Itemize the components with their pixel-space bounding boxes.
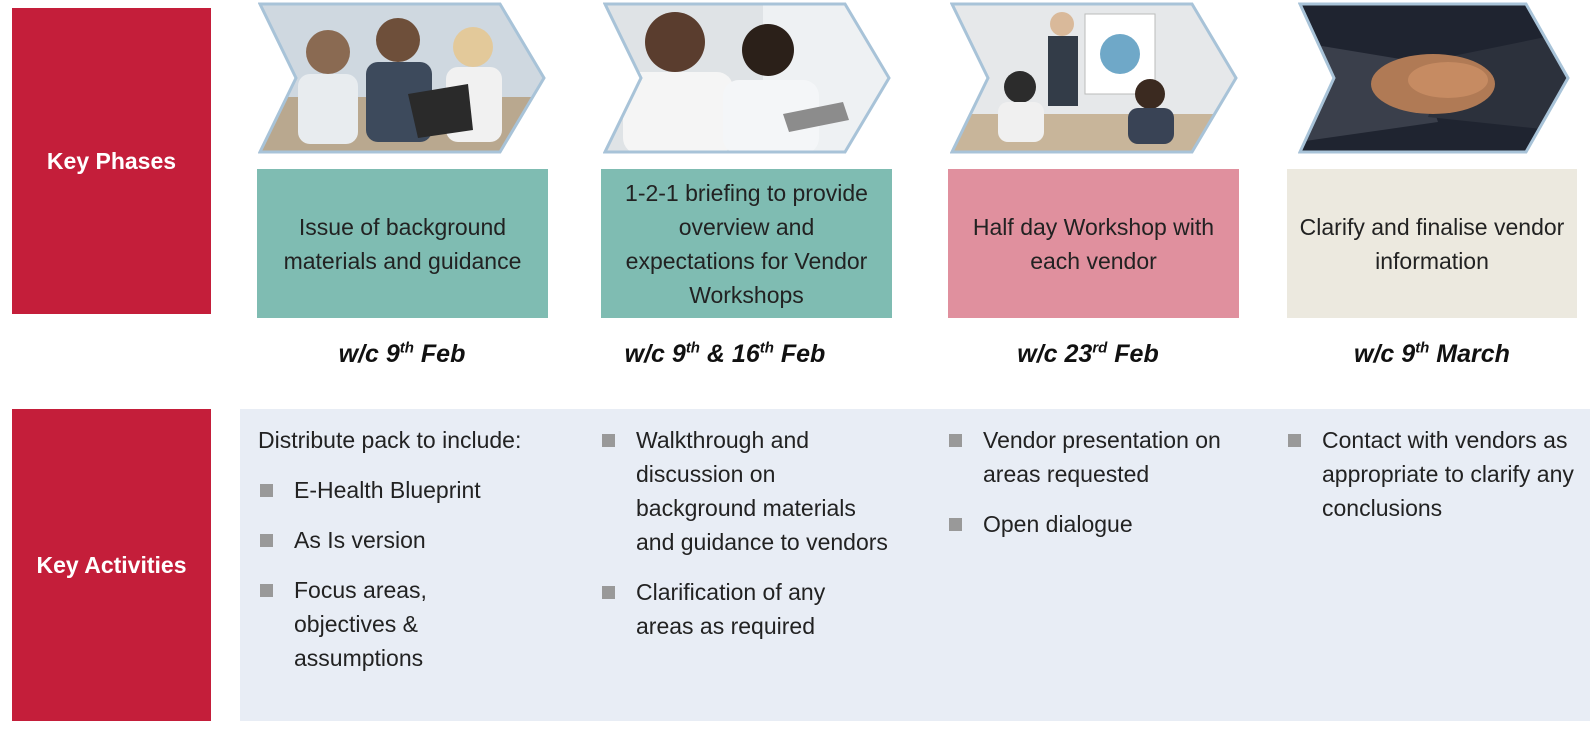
phase-1-text: Issue of background materials and guidan…: [283, 213, 522, 274]
square-bullet-icon: [1288, 434, 1301, 447]
phase-3-date: w/c 23rd Feb: [1017, 339, 1159, 368]
square-bullet-icon: [949, 434, 962, 447]
phase-2-text: 1-2-1 briefing to provide overview and e…: [625, 179, 868, 308]
phase-box-clarify: Clarify and finalise vendor information: [1287, 169, 1577, 318]
list-item: Focus areas, objectives & assumptions: [258, 573, 484, 675]
activities-col-1-intro: Distribute pack to include:: [258, 427, 522, 453]
square-bullet-icon: [260, 534, 273, 547]
phase-2-date: w/c 9th & 16th Feb: [624, 339, 826, 368]
presentation-photo: [950, 2, 1238, 154]
key-activities-label: Key Activities: [12, 409, 211, 721]
phase-3-text: Half day Workshop with each vendor: [972, 213, 1215, 274]
key-activities-label-text: Key Activities: [36, 551, 187, 578]
square-bullet-icon: [602, 434, 615, 447]
activities-col-1: Distribute pack to include: E-Health Blu…: [258, 423, 558, 691]
list-item: Clarification of any areas as required: [600, 575, 866, 643]
phase-box-issue-materials: Issue of background materials and guidan…: [257, 169, 548, 318]
list-item: Vendor presentation on areas requested: [947, 423, 1247, 491]
list-item: E-Health Blueprint: [258, 473, 558, 507]
square-bullet-icon: [260, 584, 273, 597]
key-phases-label-text: Key Phases: [46, 147, 177, 174]
square-bullet-icon: [260, 484, 273, 497]
list-item: Open dialogue: [947, 507, 1247, 541]
phase-1-date: w/c 9th Feb: [338, 339, 466, 368]
handshake-photo: [1298, 2, 1570, 154]
activities-col-4: Contact with vendors as appropriate to c…: [1286, 423, 1586, 541]
list-item: As Is version: [258, 523, 558, 557]
phase-box-briefing: 1-2-1 briefing to provide overview and e…: [601, 169, 892, 318]
activities-col-3: Vendor presentation on areas requested O…: [947, 423, 1247, 557]
square-bullet-icon: [949, 518, 962, 531]
phase-4-text: Clarify and finalise vendor information: [1299, 213, 1565, 274]
briefing-photo: [603, 2, 891, 154]
phase-box-workshop: Half day Workshop with each vendor: [948, 169, 1239, 318]
list-item: Walkthrough and discussion on background…: [600, 423, 900, 559]
phase-4-date: w/c 9th March: [1354, 339, 1510, 368]
activities-panel: [240, 409, 1590, 721]
team-laptop-photo: [258, 2, 546, 154]
square-bullet-icon: [602, 586, 615, 599]
list-item: Contact with vendors as appropriate to c…: [1286, 423, 1582, 525]
key-phases-label: Key Phases: [12, 8, 211, 314]
activities-col-2: Walkthrough and discussion on background…: [600, 423, 900, 659]
